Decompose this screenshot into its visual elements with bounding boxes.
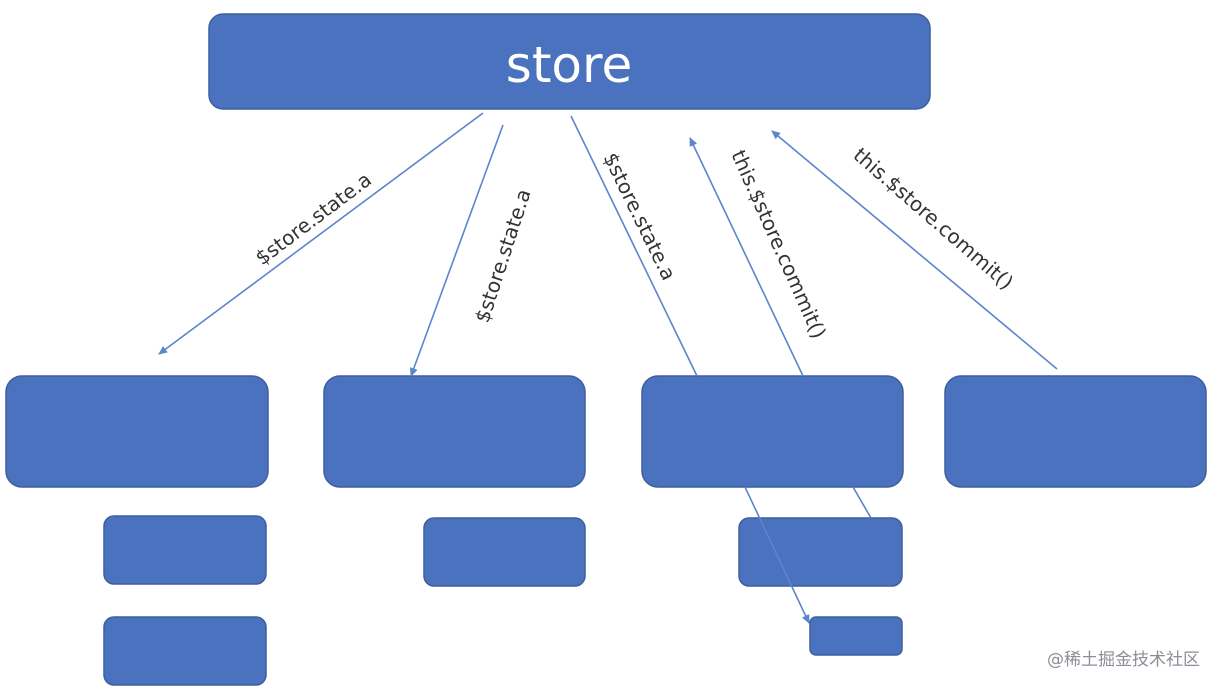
store-box xyxy=(208,13,931,110)
component-box-3 xyxy=(641,375,904,488)
child-box-1a xyxy=(103,515,267,585)
arrow-read-2 xyxy=(409,124,504,377)
edge-label-read-2: $store.state.a xyxy=(470,186,536,326)
component-box-2 xyxy=(323,375,586,488)
child-box-3a xyxy=(738,517,903,587)
arrow-commit-1-lower xyxy=(852,486,872,519)
edge-label-commit-1: this.$store.commit() xyxy=(726,146,831,342)
edge-label-read-1: $store.state.a xyxy=(251,167,376,270)
arrow-commit-2 xyxy=(771,130,1058,370)
child-box-1b xyxy=(103,616,267,686)
arrow-read-3-upper xyxy=(570,115,698,377)
store-node: store xyxy=(208,13,931,110)
component-box-1 xyxy=(5,375,269,488)
arrow-read-3-lower xyxy=(744,486,810,624)
store-label: store xyxy=(506,36,632,94)
child-box-2a xyxy=(423,517,586,587)
edge-label-read-3: $store.state.a xyxy=(599,149,681,284)
edge-label-commit-2: this.$store.commit() xyxy=(849,143,1019,295)
grandchild-box-3a xyxy=(809,616,903,656)
component-box-4 xyxy=(944,375,1207,488)
arrow-read-1 xyxy=(158,112,484,355)
watermark-text: @稀土掘金技术社区 xyxy=(1047,650,1200,670)
arrow-commit-1-upper xyxy=(689,137,804,377)
